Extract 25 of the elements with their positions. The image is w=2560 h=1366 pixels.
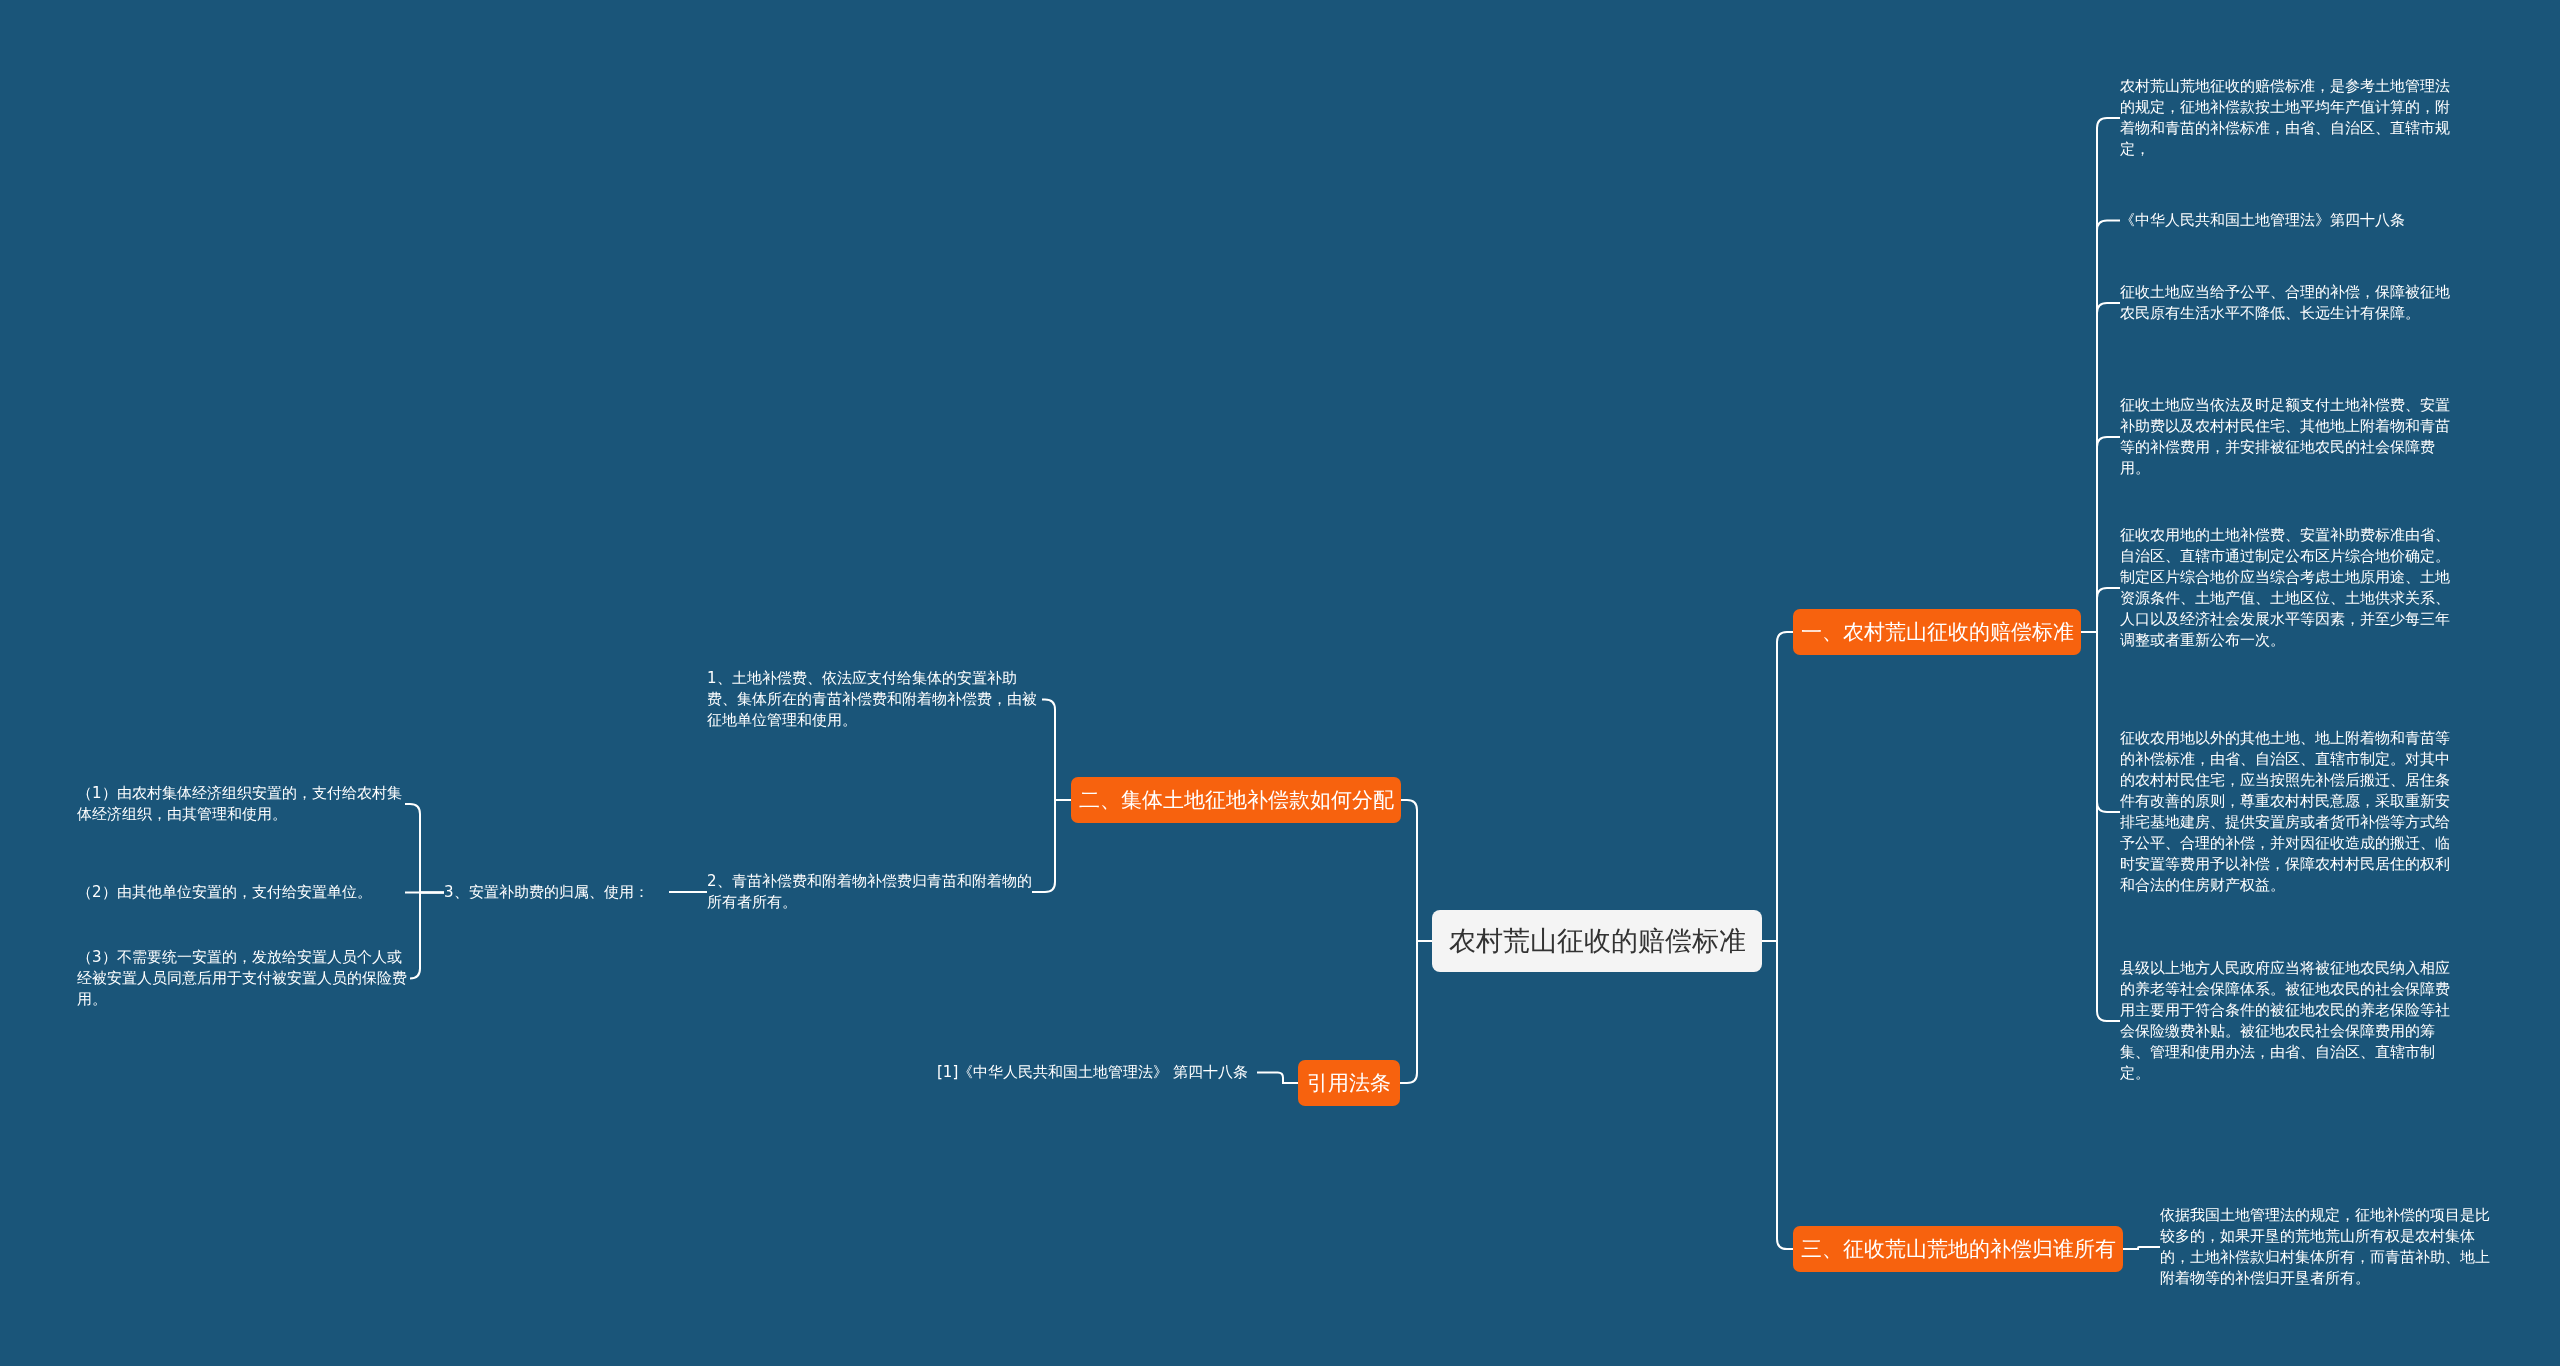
note-text: 2、青苗补偿费和附着物补偿费归青苗和附着物的所有者所有。 bbox=[707, 871, 1032, 913]
connector-line bbox=[409, 891, 445, 980]
topic-box: 三、征收荒山荒地的补偿归谁所有 bbox=[1793, 1226, 2123, 1272]
connector-line bbox=[2122, 1246, 2161, 1250]
note-text: 依据我国土地管理法的规定，征地补偿的项目是比较多的，如果开垦的荒地荒山所有权是农村集体的，土地补偿款归村集体所有，而青苗补助、地上附着物等的补偿归开垦者所有。 bbox=[2160, 1205, 2490, 1289]
note-text: 征收土地应当依法及时足额支付土地补偿费、安置补助费以及农村村民住宅、其他地上附着物和青苗等的补偿费用，并安排被征地农民的社会保障费用。 bbox=[2120, 395, 2451, 479]
note-text: [1]《中华人民共和国土地管理法》 第四十八条 bbox=[937, 1062, 1249, 1083]
note-text: 征收土地应当给予公平、合理的补偿，保障被征地农民原有生活水平不降低、长远生计有保障。 bbox=[2120, 282, 2451, 324]
connector-line bbox=[668, 891, 708, 893]
note-text: 农村荒山荒地征收的赔偿标准，是参考土地管理法的规定，征地补偿款按土地平均年产值计算的，附着物和青苗的补偿标准，由省、自治区、直辖市规定， bbox=[2120, 76, 2451, 160]
topic-box: 一、农村荒山征收的赔偿标准 bbox=[1793, 609, 2081, 655]
note-text: （2）由其他单位安置的，支付给安置单位。 bbox=[77, 882, 373, 903]
note-text: 征收农用地的土地补偿费、安置补助费标准由省、自治区、直辖市通过制定公布区片综合地价确定。制定区片综合地价应当综合考虑土地原用途、土地资源条件、土地产值、土地区位、土地供求关系、人口以及经济社会发展水平等因素，并至少每三年调整或者重新公布一次。 bbox=[2120, 525, 2451, 651]
note-text: 征收农用地以外的其他土地、地上附着物和青苗等的补偿标准，由省、自治区、直辖市制定。对其中的农村村民住宅，应当按照先补偿后搬迁、居住条件有改善的原则，尊重农村村民意愿，采取重新安排宅基地建房、提供安置房或者货币补偿等方式给予公平、合理的补偿，并对因征收造成的搬迁、临时安置等费用予以补偿，保障农村村民居住的权利和合法的住房财产权益。 bbox=[2120, 728, 2451, 896]
note-text: 3、安置补助费的归属、使用： bbox=[444, 882, 650, 903]
note-text: （3）不需要统一安置的，发放给安置人员个人或经被安置人员同意后用于支付被安置人员的保险费用。 bbox=[77, 947, 408, 1010]
topic-box: 引用法条 bbox=[1298, 1060, 1400, 1106]
connector-line bbox=[1256, 1071, 1299, 1084]
topic-box: 二、集体土地征地补偿款如何分配 bbox=[1071, 777, 1401, 823]
note-text: 县级以上地方人民政府应当将被征地农民纳入相应的养老等社会保障体系。被征地农民的社会保障费用主要用于符合条件的被征地农民的养老保险等社会保险缴费补贴。被征地农民社会保障费用的筹集、管理和使用办法，由省、自治区、直辖市制定。 bbox=[2120, 958, 2451, 1084]
central-topic: 农村荒山征收的赔偿标准 bbox=[1432, 910, 1762, 972]
note-text: 1、土地补偿费、依法应支付给集体的安置补助费、集体所在的青苗补偿费和附着物补偿费，由被征地单位管理和使用。 bbox=[707, 668, 1038, 731]
note-text: 《中华人民共和国土地管理法》第四十八条 bbox=[2120, 210, 2406, 231]
connector-line bbox=[1761, 940, 1794, 1250]
note-text: （1）由农村集体经济组织安置的，支付给农村集体经济组织，由其管理和使用。 bbox=[77, 783, 403, 825]
